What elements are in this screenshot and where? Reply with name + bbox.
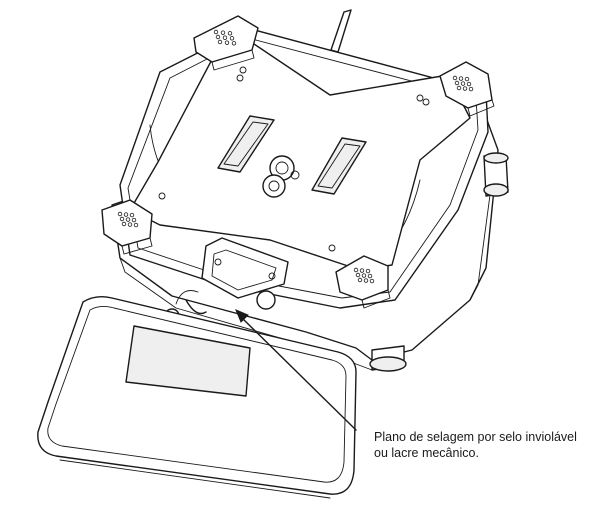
pointer-arrow [235, 309, 357, 431]
grip-dot [462, 86, 468, 91]
grip-dot [456, 85, 462, 91]
grip-dot [117, 211, 123, 217]
grip-dot [355, 272, 361, 278]
grip-dot [222, 35, 228, 40]
grip-dot [363, 278, 369, 283]
grip-dot [217, 39, 223, 45]
grip-dot [454, 80, 460, 86]
grip-dot [357, 277, 363, 283]
grip-dot [121, 221, 127, 227]
grip-dot [460, 81, 466, 86]
grip-dot [127, 222, 133, 227]
grip-dot [220, 30, 226, 35]
annotation-line-1: Plano de selagem por selo inviolável [374, 430, 577, 444]
foot-rear-right [483, 152, 509, 197]
grip-dot [131, 217, 137, 223]
grip-dot [224, 40, 230, 45]
grip-dot [215, 34, 221, 40]
grip-dot [231, 41, 237, 46]
grip-dot [458, 76, 464, 81]
plate-slot-right [311, 137, 367, 195]
pad-bottom-right [335, 255, 391, 309]
annotation-line-2: ou lacre mecânico. [374, 446, 479, 460]
grip-dot [361, 273, 367, 278]
grip-dot [125, 217, 131, 222]
seal-bracket [164, 237, 289, 324]
grip-dot [468, 86, 474, 92]
grip-dot [213, 29, 219, 35]
grip-dot [452, 75, 458, 81]
grip-dot [119, 216, 125, 222]
seal-knob [256, 290, 276, 310]
cable [185, 299, 207, 315]
grip-dot [464, 76, 470, 82]
grip-dot [365, 268, 371, 274]
grip-dot [129, 212, 135, 218]
grip-dot [227, 31, 233, 36]
display-indicator [37, 295, 357, 499]
pad-top-right [439, 61, 495, 117]
display-window [125, 325, 251, 397]
grip-dot [359, 268, 365, 273]
grip-dot [123, 212, 129, 217]
foot-front-right [369, 345, 407, 372]
grip-dot [466, 81, 472, 87]
grip-dot [353, 267, 359, 273]
annotation-text: Plano de selagem por selo inviolável ou … [374, 429, 604, 461]
antenna [330, 9, 352, 53]
pad-grip-dots [117, 29, 474, 284]
grip-dot [369, 278, 375, 284]
grip-dot [367, 273, 373, 279]
pad-bottom-left [101, 199, 153, 255]
grip-dot [133, 222, 139, 228]
plate-slot-left [217, 115, 275, 173]
grip-dot [229, 36, 235, 41]
